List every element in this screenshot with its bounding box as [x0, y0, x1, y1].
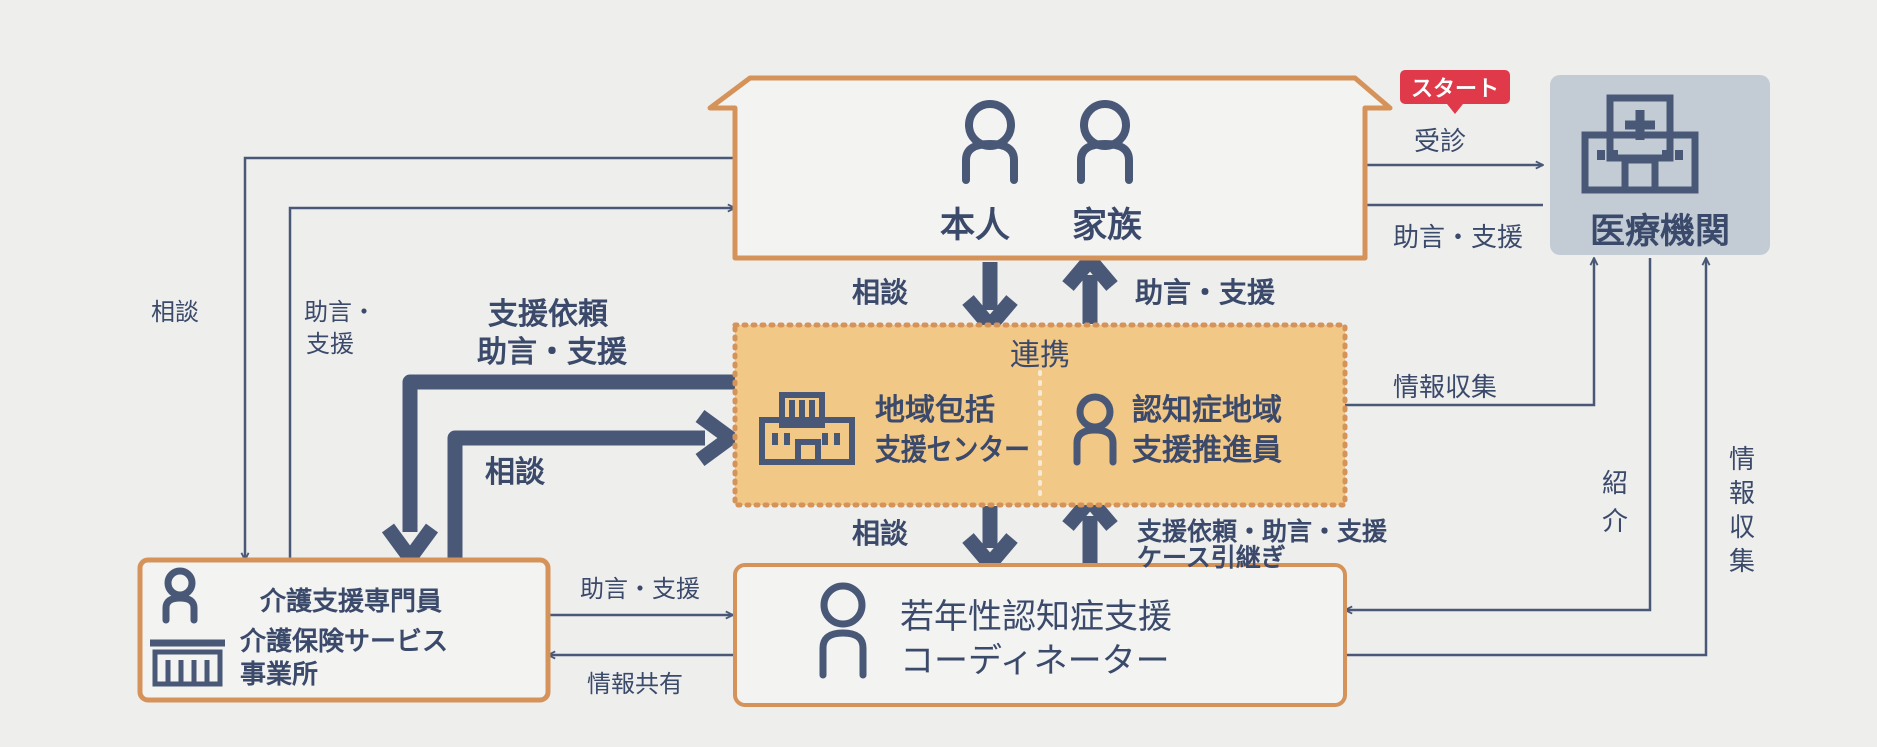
connector-lines — [245, 156, 1706, 657]
edge-referral — [1345, 258, 1652, 610]
renkei-title: 連携 — [1010, 338, 1070, 373]
label-support-request-2: 助言・支援 — [477, 335, 628, 370]
person-label: 本人 — [940, 206, 1010, 246]
care-manager-icon — [162, 567, 198, 624]
coordinator-label-line1: 若年性認知症支援 — [900, 597, 1172, 637]
promoter-label-line1: 認知症地域 — [1132, 393, 1282, 428]
edge-left-consult — [245, 156, 735, 560]
promoter-label-line2: 支援推進員 — [1132, 433, 1282, 468]
label-info-collect-side-3: 収 — [1729, 513, 1755, 543]
coordinator-person-icon — [819, 582, 867, 679]
label-coord-request-2: ケース引継ぎ — [1137, 543, 1286, 572]
edge-care-consult — [447, 430, 705, 558]
label-coord-to-care: 情報共有 — [587, 670, 683, 698]
coordinator-node: 若年性認知症支援 コーディネーター — [733, 563, 1347, 707]
care-node: 介護支援専門員 介護保険サービス 事業所 — [137, 557, 551, 703]
edge-info-collect-side — [1345, 258, 1706, 657]
label-info-collect-top: 情報収集 — [1393, 373, 1497, 403]
label-referral-2: 介 — [1602, 507, 1628, 537]
label-renkei-to-home: 助言・支援 — [1135, 276, 1276, 309]
family-icon — [1077, 100, 1133, 184]
promoter-person-icon — [1073, 393, 1117, 466]
label-referral-1: 紹 — [1602, 469, 1628, 499]
start-badge: スタート — [1400, 70, 1510, 114]
label-left-advice-2: 支援 — [306, 330, 354, 358]
center-label-line1: 地域包括 — [875, 393, 995, 428]
edge-info-collect-top — [1345, 258, 1594, 407]
person-icon — [962, 100, 1018, 184]
edge-support-request — [402, 374, 735, 532]
label-support-request-1: 支援依頼 — [488, 297, 609, 332]
center-label-line2: 支援センター — [875, 433, 1030, 468]
label-left-consult: 相談 — [151, 298, 199, 326]
label-info-collect-side-4: 集 — [1729, 547, 1755, 577]
hospital-icon — [1581, 94, 1699, 194]
label-coord-consult: 相談 — [852, 517, 909, 550]
label-left-advice-1: 助言・ — [304, 298, 376, 326]
care-label-line1: 介護支援専門員 — [259, 586, 442, 617]
care-label-line3: 事業所 — [240, 660, 318, 690]
label-home-to-renkei: 相談 — [852, 276, 909, 309]
label-care-consult: 相談 — [485, 455, 546, 490]
hospital-node: 医療機関 — [1550, 75, 1770, 255]
label-jushin: 受診 — [1414, 127, 1466, 157]
renkei-node: 連携 地域包括 支援センター 認知症地域 支援推進員 — [732, 322, 1348, 508]
family-label: 家族 — [1072, 206, 1142, 246]
coordinator-label-line2: コーディネーター — [900, 641, 1170, 681]
label-care-to-coord: 助言・支援 — [580, 575, 700, 603]
label-info-collect-side-1: 情 — [1729, 445, 1755, 475]
label-info-collect-side-2: 報 — [1729, 479, 1755, 509]
start-badge-label: スタート — [1411, 77, 1499, 102]
home-node: 本人 家族 — [707, 75, 1393, 261]
care-facility-icon — [150, 639, 225, 687]
hospital-label: 医療機関 — [1590, 212, 1730, 252]
label-coord-request-1: 支援依頼・助言・支援 — [1137, 517, 1388, 546]
community-center-icon — [759, 392, 855, 465]
label-hospital-advice: 助言・支援 — [1393, 223, 1523, 253]
edge-left-advice — [288, 208, 735, 560]
care-label-line2: 介護保険サービス — [239, 626, 448, 657]
edge-labels: 受診 助言・支援 相談 助言・ 支援 支援依頼 助言・支援 相談 相談 助言・支… — [151, 127, 1755, 698]
